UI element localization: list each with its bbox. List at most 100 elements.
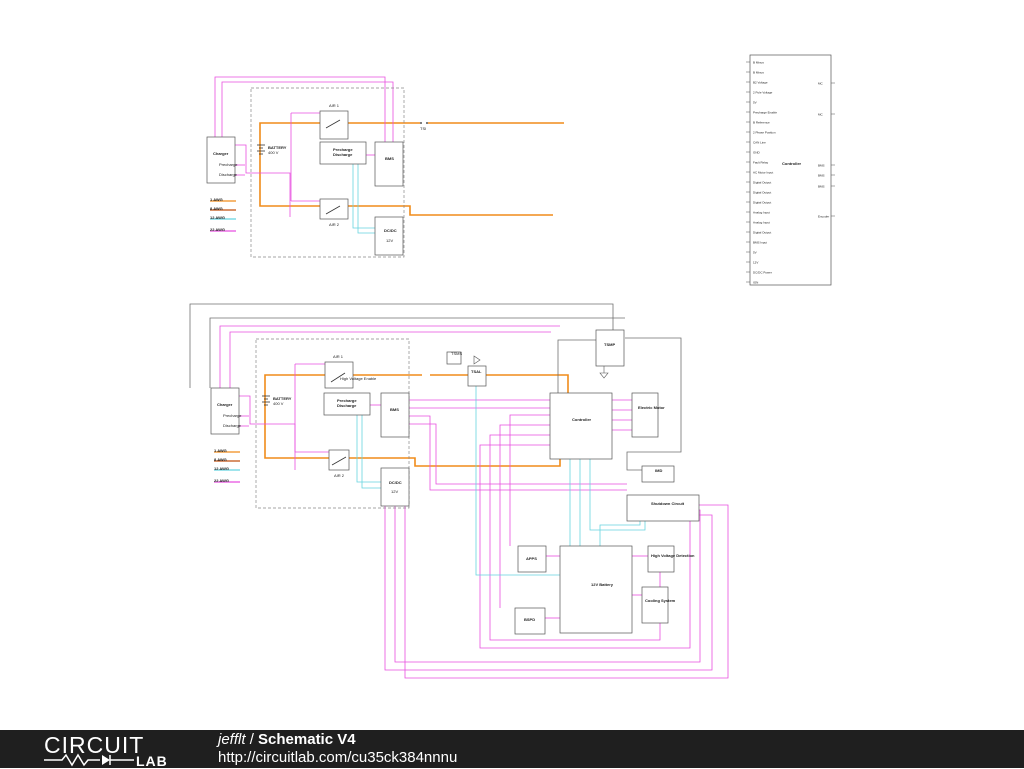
bottom-grey-loop-3 [625, 337, 682, 471]
bottom-bms[interactable]: BMS [380, 392, 410, 438]
logo-text-bottom: LAB [136, 753, 168, 769]
bottom-shutdown-circuit[interactable]: Shutdown Circuit [626, 494, 700, 522]
bottom-tsal[interactable]: TSAL [467, 365, 487, 387]
top-battery-voltage: 400 V [268, 150, 279, 155]
top-charger-signal-wire-1 [214, 76, 386, 142]
top-air2[interactable]: AIR 2 [319, 198, 349, 227]
bottom-legend-label-1: 1 AWG [214, 448, 227, 453]
top-dcdc-voltage: 12V [386, 238, 393, 243]
bottom-charger[interactable]: Charger Precharge Discharge [210, 387, 242, 435]
bottom-bspd-label: BSPD [524, 617, 535, 622]
bottom-hv-return-wire [349, 457, 561, 467]
bottom-hv-detection[interactable]: High Voltage Detection [647, 545, 695, 573]
top-accumulator-boundary [250, 87, 405, 258]
controller-left-pin-label: B Reference [753, 121, 770, 125]
controller-left-pin-label: CAN Line [753, 141, 766, 145]
bottom-apps[interactable]: APPS [517, 545, 547, 573]
bottom-grey-loop-2 [209, 317, 625, 388]
bottom-dcdc-cyan-2 [361, 415, 381, 489]
legend-label-3: 12 AWG [210, 215, 225, 220]
schematic-title: Schematic V4 [258, 731, 356, 748]
bottom-imd-label: IMD [655, 468, 662, 473]
bottom-air2[interactable]: AIR 2 [328, 449, 350, 478]
bottom-hv-to-controller-wire [430, 374, 569, 393]
bottom-imd[interactable]: IMD [641, 465, 675, 483]
top-charger-pin-precharge: Precharge [219, 162, 238, 167]
author-link[interactable]: jefflt [218, 731, 246, 748]
bottom-lv-battery-label: 12V Battery [591, 582, 614, 587]
bottom-legend-label-2: 8 AWG [214, 457, 227, 462]
bottom-motor[interactable]: Electric Motor [631, 392, 665, 438]
bottom-controller-shutdown-cyan [589, 459, 646, 531]
bottom-air1-label: AIR 1 [333, 354, 344, 359]
top-air1-label: AIR 1 [329, 103, 340, 108]
controller-right-pin-label: BMS [818, 174, 825, 178]
bottom-tsal-lv-cyan [475, 386, 560, 576]
bottom-charger-label: Charger [217, 402, 233, 407]
bottom-bspd[interactable]: BSPD [514, 607, 546, 635]
top-precharge-discharge[interactable]: Precharge Discharge [319, 141, 367, 165]
bottom-outer-loop-wire [404, 504, 729, 679]
controller-left-pin-label: AC Motor Input [753, 171, 773, 175]
controller-left-pin-label: IGN [753, 281, 758, 285]
top-hv-negative-wire [259, 190, 320, 207]
schematic-canvas: Charger Precharge Discharge BATTERY 400 … [189, 54, 835, 679]
bottom-controller-bspd-wire [499, 424, 550, 608]
schematic-url[interactable]: http://circuitlab.com/cu35ck384nnnu [218, 749, 458, 766]
controller-right-pin-label: MC [818, 113, 823, 117]
bottom-precharge-wire [239, 395, 296, 470]
bottom-dcdc-cyan-1 [356, 415, 381, 483]
controller-left-pin-label: 2 Phase Position [753, 131, 776, 135]
bottom-tsms[interactable]: TSMS [446, 351, 481, 365]
bottom-dcdc-12v-wire [394, 506, 701, 663]
bottom-dcdc[interactable]: DC/DC 12V [380, 467, 410, 507]
controller-left-pin-label: Digital Output [753, 231, 771, 235]
controller-left-pin-label: DC/DC Power [753, 271, 772, 275]
bottom-controller-tsmp-wire [557, 339, 596, 393]
bottom-discharge-label: Discharge [337, 403, 357, 408]
top-bms[interactable]: BMS [374, 141, 404, 187]
bottom-apps-label: APPS [526, 556, 537, 561]
controller-left-pin-label: 5V [753, 101, 757, 105]
bottom-controller[interactable]: Controller [549, 392, 613, 460]
bottom-air1[interactable]: AIR 1 High Voltage Enable [324, 354, 377, 389]
top-battery[interactable]: BATTERY 400 V [257, 144, 287, 155]
bottom-battery[interactable]: BATTERY 400 V [262, 395, 292, 406]
bottom-outer-loop-wire-2 [384, 506, 713, 671]
bottom-shutdown-loop-1 [479, 444, 691, 649]
controller-left-pin-label: 2 Pole Voltage [753, 91, 773, 95]
top-charger-signal-wire-2 [221, 81, 394, 142]
bottom-tsms-label: TSMS [451, 351, 462, 356]
bottom-cooling[interactable]: Cooling System [641, 586, 676, 624]
top-tsi-label: TSI [420, 126, 426, 131]
top-air1[interactable]: AIR 1 [319, 103, 349, 140]
controller-left-pin-label: 12V [753, 261, 758, 265]
bottom-dcdc-label: DC/DC [389, 480, 402, 485]
top-dcdc-label: DC/DC [384, 228, 397, 233]
top-legend: 1 AWG 8 AWG 12 AWG 22 AWG [210, 197, 225, 232]
bottom-hv-negative-wire [264, 440, 329, 459]
circuitlab-logo[interactable]: CIRCUIT LAB [44, 733, 204, 769]
controller-right-pin-label: BMS [818, 164, 825, 168]
bottom-precharge-discharge[interactable]: Precharge Discharge [323, 392, 371, 416]
bottom-charger-signal-wire-2 [229, 331, 551, 388]
bottom-cooling-label: Cooling System [645, 598, 676, 603]
top-discharge-label: Discharge [333, 152, 353, 157]
bottom-lv-battery[interactable]: 12V Battery [559, 545, 633, 634]
top-dcdc[interactable]: DC/DC 12V [374, 216, 404, 256]
controller-left-pin-label: 5V [753, 251, 757, 255]
top-charger[interactable]: Charger Precharge Discharge [206, 136, 238, 184]
bottom-tsmp[interactable]: TSMP [595, 329, 625, 379]
controller-left-pin-label: Precharge Enable [753, 111, 777, 115]
bottom-charger-pin-discharge: Discharge [223, 423, 242, 428]
top-air2-label: AIR 2 [329, 222, 340, 227]
bottom-bms-shutdown-wire-2 [409, 423, 627, 485]
controller-left-pin-label: BMS Input [753, 241, 767, 245]
top-schematic: Charger Precharge Discharge BATTERY 400 … [206, 54, 835, 286]
bottom-tsal-label: TSAL [471, 369, 482, 374]
bottom-dcdc-voltage: 12V [391, 489, 398, 494]
legend-label-1: 1 AWG [210, 197, 223, 202]
